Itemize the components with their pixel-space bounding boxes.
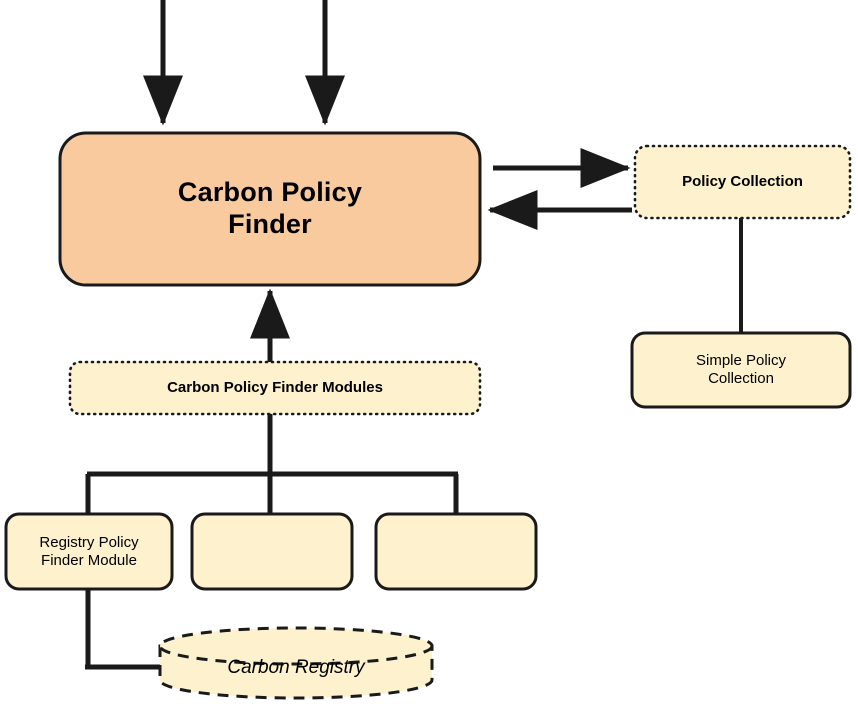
- module-placeholder-2-shape[interactable]: [190, 512, 354, 591]
- policy-collection-shape[interactable]: [633, 144, 852, 220]
- registry-policy-finder-module-shape[interactable]: [4, 512, 174, 591]
- connector-layer: [85, 0, 743, 670]
- node-shape-layer: [4, 131, 852, 700]
- modules-branch-tree-line: [85, 414, 459, 515]
- registry-module-to-registry-line: [85, 589, 170, 670]
- carbon-policy-finder-shape[interactable]: [58, 131, 482, 287]
- module-placeholder-3-shape[interactable]: [374, 512, 538, 591]
- carbon-registry-shape[interactable]: [158, 626, 434, 700]
- carbon-policy-finder-modules-shape[interactable]: [68, 360, 482, 416]
- simple-policy-collection-shape[interactable]: [630, 331, 852, 409]
